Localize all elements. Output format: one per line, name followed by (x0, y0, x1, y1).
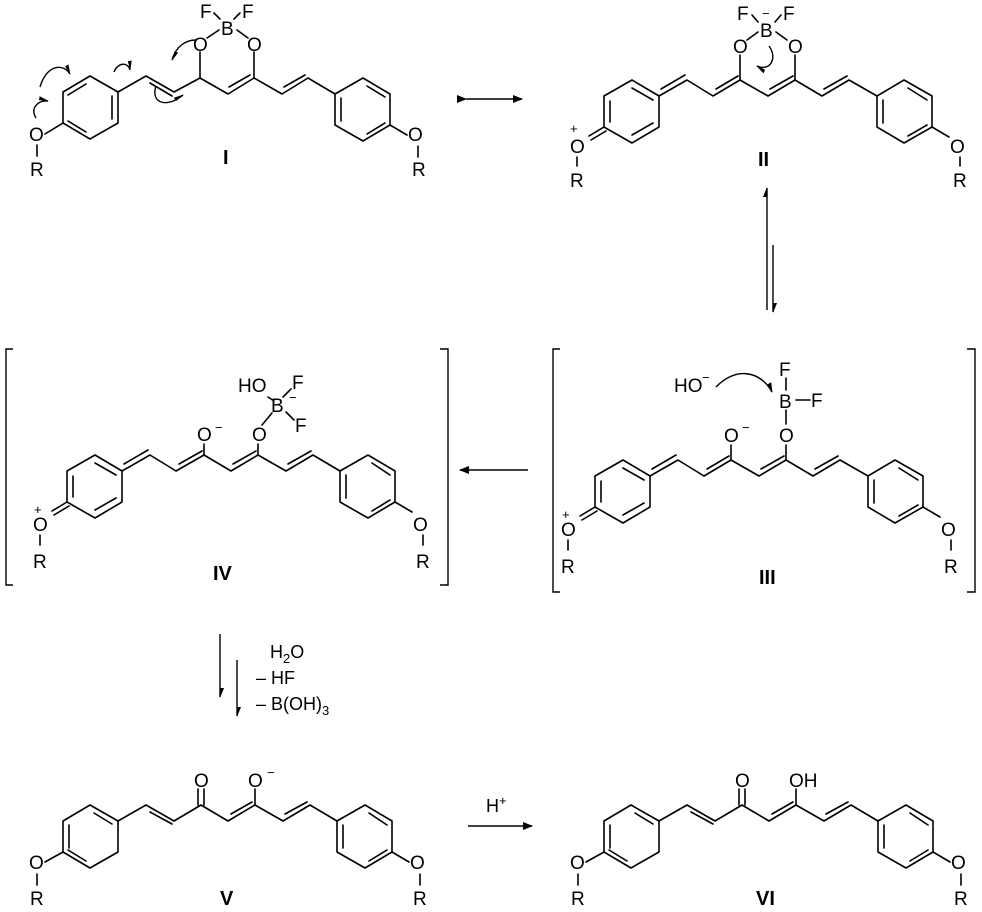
hydroxy-group: HO (238, 376, 267, 397)
right-bracket (440, 348, 449, 586)
curly-arrow (113, 60, 132, 73)
negative-charge: − (742, 420, 750, 435)
oxygen-atom: O (735, 771, 750, 792)
condition-minus-boric-acid: – B(OH)3 (256, 694, 329, 718)
r-group: R (412, 160, 426, 181)
compound-label-III: III (759, 567, 776, 589)
compound-label-V: V (220, 888, 234, 910)
oxygen-atom: O (29, 125, 44, 146)
oxygen-atom: O (570, 853, 585, 874)
oxygen-atom: O (193, 35, 208, 56)
boron-atom: B (779, 392, 792, 413)
compound-label-I: I (223, 147, 229, 169)
oxygen-atom: O (194, 771, 209, 792)
fluorine-atom: F (242, 2, 254, 23)
condition-proton: H+ (486, 793, 507, 816)
r-group: R (953, 171, 967, 192)
r-group: R (944, 557, 958, 578)
r-group: R (954, 889, 968, 910)
positive-charge: + (570, 121, 578, 136)
structure-VI: O R O OH O R VI (570, 771, 968, 910)
fluorine-atom: F (783, 4, 795, 25)
oxygen-atom: O (33, 515, 48, 536)
structure-V: O R O O − O R V (29, 765, 427, 910)
left-bracket (552, 348, 560, 593)
compound-label-IV: IV (213, 563, 233, 585)
boron-atom: B (271, 396, 284, 417)
oxygen-atom: O (570, 137, 585, 158)
oxygen-atom: O (733, 37, 748, 58)
structure-II: + O R O O B − F F O R II (570, 4, 967, 192)
r-group: R (416, 552, 430, 573)
negative-charge: − (702, 370, 710, 385)
r-group: R (561, 557, 575, 578)
r-group: R (30, 889, 44, 910)
oxygen-atom: O (248, 771, 263, 792)
oxygen-atom: O (779, 426, 794, 447)
negative-charge: − (267, 765, 275, 780)
structure-I: O R O O B F F O R I (29, 2, 426, 181)
fluorine-atom: F (779, 360, 791, 381)
oxygen-atom: O (29, 853, 44, 874)
hydroxyl-group: OH (789, 771, 818, 792)
positive-charge: + (562, 507, 570, 522)
oxygen-atom: O (197, 425, 212, 446)
structure-III: + O R O − O B F F HO − O R III (552, 348, 976, 593)
left-bracket (5, 348, 13, 586)
r-group: R (571, 889, 585, 910)
oxygen-atom: O (410, 853, 425, 874)
condition-minus-hf: – HF (256, 668, 295, 688)
fluorine-atom: F (737, 4, 749, 25)
oxygen-atom: O (788, 37, 803, 58)
negative-charge: − (762, 6, 770, 21)
fluorine-atom: F (811, 391, 823, 412)
compound-label-VI: VI (756, 888, 775, 910)
negative-charge: − (289, 390, 297, 405)
oxygen-atom: O (941, 520, 956, 541)
structure-IV: + O R O − O B − HO F F O R IV (5, 348, 449, 586)
oxygen-atom: O (950, 137, 965, 158)
curly-arrow (171, 39, 197, 61)
right-bracket (967, 348, 976, 593)
oxygen-atom: O (413, 515, 428, 536)
oxygen-atom: O (408, 125, 423, 146)
oxygen-atom: O (724, 426, 739, 447)
fluorine-atom: F (200, 2, 212, 23)
oxygen-atom: O (561, 520, 576, 541)
condition-water: H2O (270, 642, 304, 666)
boron-atom: B (760, 21, 773, 42)
curly-arrow (33, 96, 49, 119)
oxygen-atom: O (247, 35, 262, 56)
curly-arrow (756, 45, 774, 74)
curly-arrow (154, 85, 184, 104)
oxygen-atom: O (252, 425, 267, 446)
compound-label-II: II (758, 149, 769, 171)
fluorine-atom: F (292, 373, 304, 394)
r-group: R (413, 889, 427, 910)
r-group: R (33, 552, 47, 573)
oxygen-atom: O (951, 853, 966, 874)
hydroxide-ion: HO (674, 376, 703, 397)
r-group: R (570, 171, 584, 192)
positive-charge: + (34, 502, 42, 517)
fluorine-atom: F (295, 416, 307, 437)
curly-arrow (715, 372, 773, 393)
r-group: R (30, 160, 44, 181)
negative-charge: − (215, 420, 223, 435)
boron-atom: B (221, 19, 234, 40)
curly-arrow (39, 64, 71, 88)
